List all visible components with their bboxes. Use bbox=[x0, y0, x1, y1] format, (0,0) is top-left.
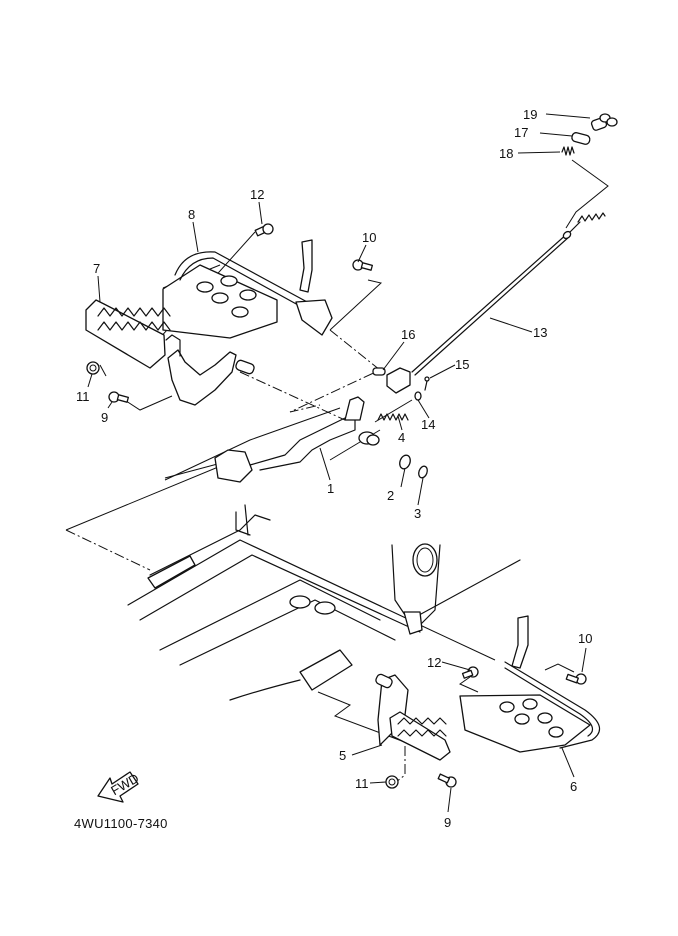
footrest-guard-left-8 bbox=[162, 239, 333, 339]
callout-11-right: 11 bbox=[355, 776, 369, 791]
callout-14: 14 bbox=[421, 417, 435, 432]
footrest-bracket-right-5 bbox=[375, 673, 451, 761]
callout-12-right: 12 bbox=[427, 655, 441, 670]
fastener-bolt-12-right bbox=[461, 666, 479, 679]
assembly-line-axle bbox=[239, 371, 346, 421]
assembly-line-frame-left-2 bbox=[65, 457, 241, 531]
fastener-nut-11-left bbox=[86, 361, 100, 375]
callout-6: 6 bbox=[570, 779, 577, 794]
assembly-lines bbox=[65, 159, 609, 783]
leader-cable-end bbox=[565, 159, 609, 229]
fwd-label: FWD bbox=[108, 770, 141, 798]
fastener-bolt-10-left bbox=[352, 259, 373, 271]
washer-14 bbox=[414, 391, 422, 401]
callout-16: 16 bbox=[401, 327, 415, 342]
assembly-line-nut11-right bbox=[395, 728, 406, 783]
fastener-bolt-9-right bbox=[437, 773, 457, 788]
callout-2: 2 bbox=[387, 488, 394, 503]
circlip-3 bbox=[418, 465, 428, 479]
washer-2 bbox=[399, 454, 411, 470]
frame bbox=[127, 504, 521, 701]
assembly-line-pedal bbox=[164, 407, 341, 481]
brake-pedal-1 bbox=[214, 396, 380, 483]
adjusting-nut-19 bbox=[590, 113, 618, 131]
fastener-bolt-9-left bbox=[108, 391, 129, 403]
callout-5: 5 bbox=[339, 748, 346, 763]
footrest-bracket-left-7 bbox=[85, 299, 255, 406]
callout-4: 4 bbox=[398, 430, 405, 445]
callout-1: 1 bbox=[327, 481, 334, 496]
drawing-code: 4WU1100-7340 bbox=[74, 816, 168, 831]
cotter-pin-15 bbox=[424, 376, 430, 391]
spring-18 bbox=[561, 146, 575, 156]
callout-8: 8 bbox=[188, 207, 195, 222]
fastener-bolt-10-right bbox=[565, 673, 587, 685]
callout-13: 13 bbox=[533, 325, 547, 340]
joint-17 bbox=[571, 132, 591, 145]
footrest-guard-right-6 bbox=[459, 615, 601, 753]
fastener-nut-11-right bbox=[385, 775, 399, 789]
assembly-line-frame-right bbox=[419, 624, 496, 661]
assembly-line-bolt10-right bbox=[544, 663, 575, 673]
assembly-line-frame-left bbox=[65, 529, 151, 571]
brake-rod-13 bbox=[411, 212, 606, 376]
return-spring-4 bbox=[374, 399, 413, 423]
assembly-line-bolt12-right bbox=[458, 676, 479, 693]
callout-18: 18 bbox=[499, 146, 513, 161]
callout-15: 15 bbox=[455, 357, 469, 372]
callout-leaders bbox=[87, 113, 591, 813]
callout-3: 3 bbox=[414, 506, 421, 521]
clevis bbox=[386, 367, 411, 394]
callout-19: 19 bbox=[523, 107, 537, 122]
callout-9-left: 9 bbox=[101, 410, 108, 425]
callout-7: 7 bbox=[93, 261, 100, 276]
callout-11-left: 11 bbox=[76, 389, 90, 404]
callout-labels: 19 17 18 8 12 10 7 11 9 13 16 15 14 4 1 … bbox=[76, 107, 592, 830]
assembly-line-nut11-left bbox=[99, 364, 107, 377]
assembly-line-bolt10-left bbox=[329, 279, 383, 331]
callout-17: 17 bbox=[514, 125, 528, 140]
callout-9-right: 9 bbox=[444, 815, 451, 830]
fwd-arrow-icon: FWD bbox=[97, 770, 141, 803]
assembly-line-bracket-right bbox=[317, 691, 411, 745]
callout-10-right: 10 bbox=[578, 631, 592, 646]
callout-10-left: 10 bbox=[362, 230, 376, 245]
callout-12-left: 12 bbox=[250, 187, 264, 202]
assembly-line-pivot bbox=[289, 329, 381, 413]
cable-end-parts bbox=[561, 113, 618, 156]
pin-16 bbox=[372, 367, 386, 376]
fastener-bolt-12-left bbox=[254, 223, 274, 237]
